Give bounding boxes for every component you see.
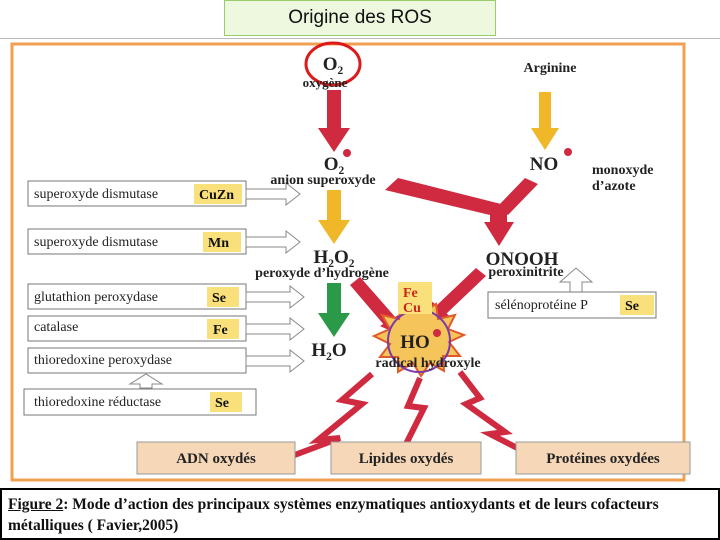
enzyme-label: thioredoxine peroxydase — [34, 353, 172, 368]
enzyme-cofactor: Se — [215, 396, 229, 411]
enzyme-row-5: thioredoxine peroxydase — [27, 347, 305, 374]
selenoprotein-cofactor: Se — [625, 299, 639, 314]
ho-formula: HO — [400, 332, 430, 353]
no-name-line1: monoxyde — [592, 163, 653, 178]
enzyme-label: catalase — [34, 320, 78, 335]
enzyme-cofactor: Se — [212, 291, 226, 306]
radical-dot-hydroxyl — [433, 329, 441, 337]
h2o2-name: peroxyde d’hydrogène — [255, 266, 389, 281]
enzyme-label: superoxyde dismutase — [34, 235, 158, 250]
damage-box-lipids: Lipides oxydés — [330, 441, 482, 475]
caption-figure-number: Figure 2 — [8, 496, 64, 513]
bolt-to-proteins — [457, 370, 527, 455]
enzyme-row-3: glutathion peroxydase Se — [27, 283, 305, 310]
enzyme-row-2: superoxyde dismutase Mn — [27, 228, 301, 255]
fe-label: Fe — [403, 286, 418, 301]
enzyme-cofactor: CuZn — [199, 188, 234, 203]
onooh-name: peroxinitrite — [488, 265, 563, 280]
arrow-inhibit — [245, 229, 301, 255]
arrow-arginine-to-no — [531, 92, 559, 150]
enzyme-cofactor: Fe — [213, 323, 228, 338]
caption-text: : Mode d’action des principaux systèmes … — [8, 496, 659, 534]
damage-box-dna: ADN oxydés — [136, 441, 296, 475]
bolt-to-dna — [290, 371, 374, 459]
o2-name: oxygène — [303, 75, 348, 90]
o2-formula: O₂ — [323, 54, 344, 75]
superoxide-name: anion superoxyde — [270, 173, 375, 188]
enzyme-label: thioredoxine réductase — [34, 395, 161, 410]
arrow-h2o2-to-h2o — [318, 283, 350, 337]
arrow-inhibit — [245, 284, 305, 310]
arrow-inhibit — [245, 348, 305, 374]
diagram-frame — [10, 42, 686, 482]
ring-oxygen — [304, 41, 362, 87]
onooh-formula: ONOOH — [486, 249, 559, 270]
arrow-reductase-up — [128, 373, 164, 389]
enzyme-row-6: thioredoxine réductase Se — [23, 388, 257, 416]
no-formula: NO — [530, 154, 559, 175]
no-name-line2: d’azote — [592, 179, 636, 194]
enzyme-row-1: superoxyde dismutase CuZn — [27, 180, 301, 207]
arginine-label: Arginine — [524, 61, 577, 76]
radical-dot-no — [564, 148, 572, 156]
superoxide-formula: O₂ — [324, 154, 345, 175]
divider — [0, 38, 720, 39]
enzyme-label: glutathion peroxydase — [34, 290, 158, 305]
ho-name: radical hydroxyle — [375, 356, 480, 371]
enzyme-row-4: catalase Fe — [27, 315, 305, 342]
arrow-o2-to-superoxide — [318, 90, 350, 152]
arrow-superoxide-to-h2o2 — [318, 190, 350, 244]
fe-cu-box — [398, 282, 432, 314]
h2o2-formula: H₂O₂ — [314, 247, 355, 268]
bolt-to-lipids — [403, 376, 429, 446]
damage-label: ADN oxydés — [176, 451, 256, 467]
enzyme-cofactor: Mn — [208, 236, 229, 251]
arrow-merge-to-onooh — [385, 178, 538, 246]
figure-caption: Figure 2: Mode d’action des principaux s… — [0, 488, 720, 540]
ros-diagram: superoxyde dismutase CuZn superoxyde dis… — [10, 41, 691, 482]
damage-box-proteins: Protéines oxydées — [515, 441, 691, 475]
selenoprotein-row: sélénoprotéine P Se — [487, 291, 657, 319]
page-title: Origine des ROS — [224, 0, 496, 36]
h2o-formula: H₂O — [311, 340, 346, 361]
arrow-inhibit — [245, 181, 301, 207]
damage-label: Lipides oxydés — [359, 451, 454, 467]
damage-label: Protéines oxydées — [546, 451, 660, 467]
cu-label: Cu — [403, 301, 421, 316]
radical-dot-superoxide — [343, 149, 351, 157]
enzyme-label: superoxyde dismutase — [34, 187, 158, 202]
arrow-inhibit — [245, 316, 305, 342]
selenoprotein-label: sélénoprotéine P — [495, 298, 588, 313]
arrow-seleno-up — [558, 267, 594, 293]
